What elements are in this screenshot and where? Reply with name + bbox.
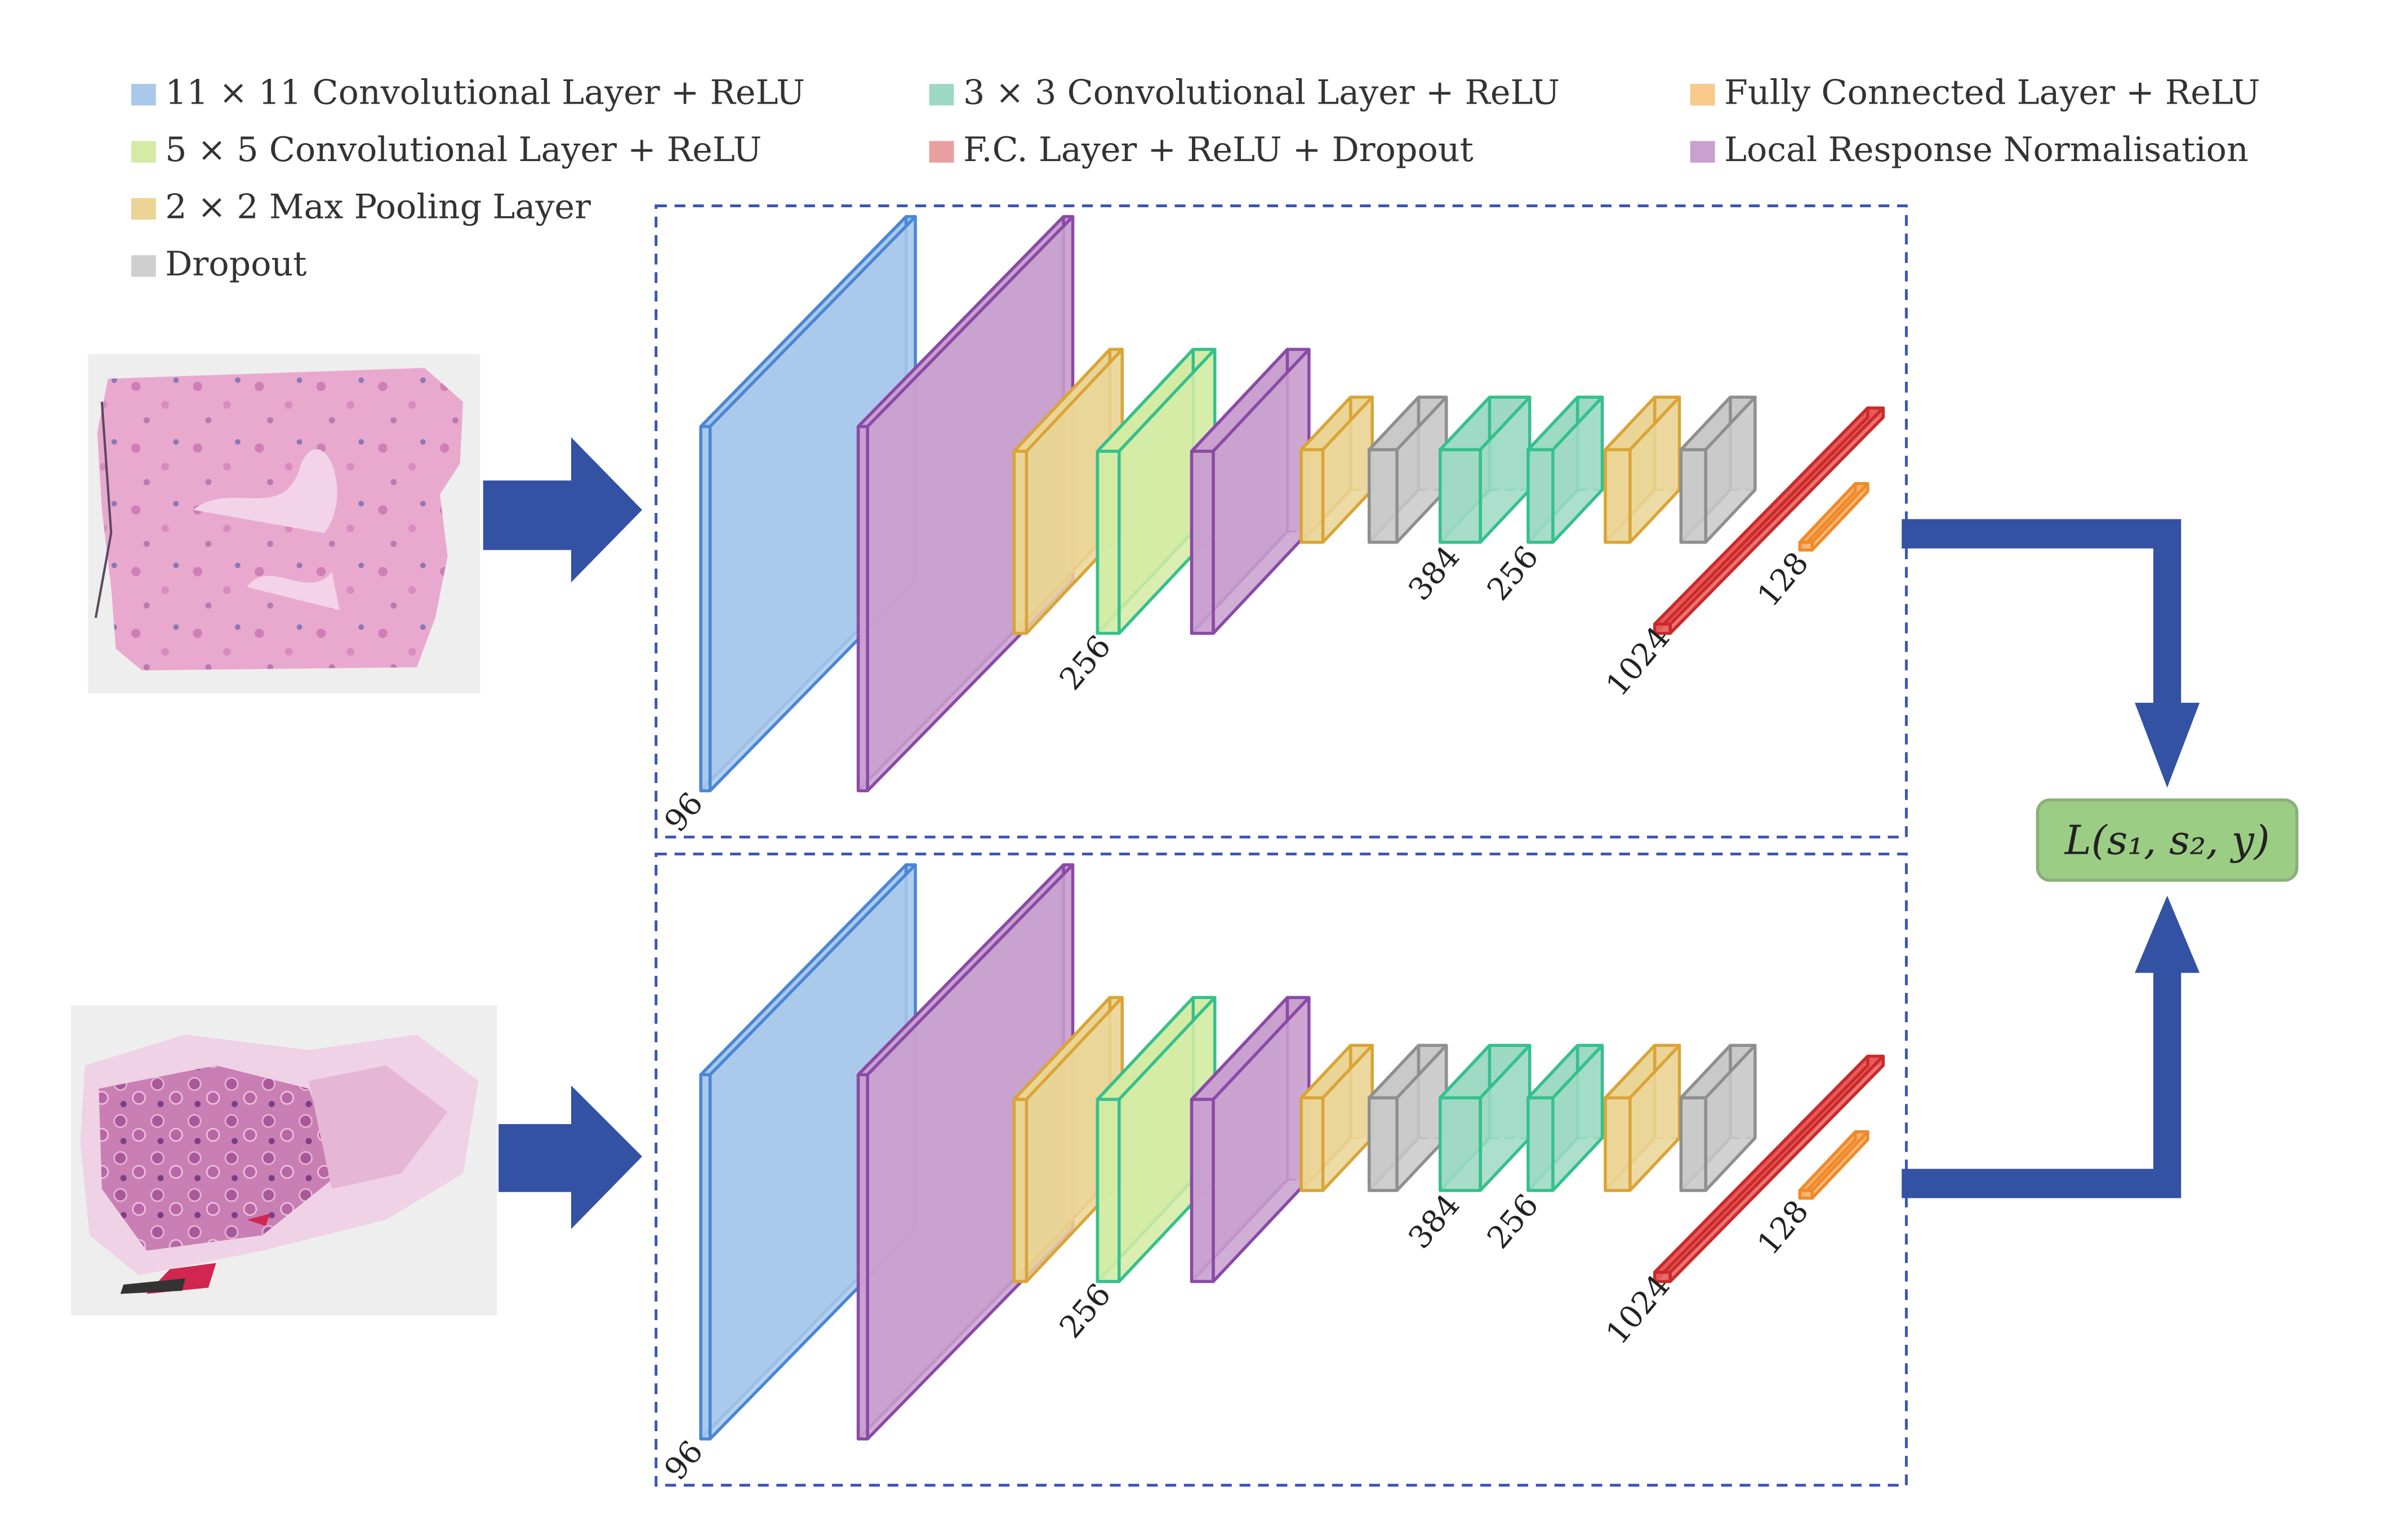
pool-layer — [1604, 395, 1681, 544]
legend-item-pool: 2 × 2 Max Pooling Layer — [131, 187, 591, 226]
legend-swatch — [131, 83, 156, 106]
fc-layer — [1798, 1130, 1870, 1200]
pool-layer — [1604, 1044, 1681, 1192]
fc-layer — [1798, 482, 1870, 552]
filters-256b-label: 256 — [1480, 539, 1545, 607]
conv3-layer — [1439, 1044, 1532, 1192]
legend: 11 × 11 Convolutional Layer + ReLU 5 × 5… — [131, 73, 2260, 284]
conv3-layer — [1526, 395, 1604, 544]
filters-256-label: 256 — [1052, 1277, 1118, 1345]
legend-item-conv3: 3 × 3 Convolutional Layer + ReLU — [929, 73, 1560, 113]
conv5-layer — [1096, 347, 1217, 635]
lrn-layer — [856, 215, 1075, 792]
units-128-label: 128 — [1750, 545, 1815, 613]
pool-layer — [1299, 1044, 1374, 1192]
loss-label: L(s₁, s₂, y) — [2063, 817, 2269, 863]
legend-swatch — [1690, 83, 1715, 106]
units-128-label: 128 — [1750, 1193, 1815, 1261]
dropout-layer — [1367, 395, 1448, 544]
input-arrow-top — [483, 437, 642, 583]
filters-384-label: 384 — [1401, 1187, 1467, 1255]
legend-swatch — [929, 83, 954, 106]
input-arrow-bottom — [498, 1085, 642, 1229]
conv11-layer — [699, 863, 917, 1441]
legend-label: 3 × 3 Convolutional Layer + ReLU — [963, 73, 1560, 113]
legend-swatch — [131, 141, 156, 163]
legend-label: Dropout — [165, 244, 306, 284]
legend-label: 5 × 5 Convolutional Layer + ReLU — [165, 130, 762, 170]
lrn-layer — [856, 863, 1075, 1441]
pool-layer — [1012, 996, 1124, 1283]
legend-item-conv5: 5 × 5 Convolutional Layer + ReLU — [131, 130, 762, 170]
fc-dropout-layer — [1653, 1054, 1885, 1283]
dropout-layer — [1367, 1044, 1448, 1192]
legend-item-conv11: 11 × 11 Convolutional Layer + ReLU — [131, 73, 805, 113]
pool-layer — [1299, 395, 1374, 544]
loss-node: L(s₁, s₂, y) — [2036, 798, 2299, 882]
merge-arrow-bottom — [1902, 895, 2200, 1198]
lrn-layer — [1190, 996, 1311, 1283]
filters-384-label: 384 — [1401, 539, 1467, 607]
legend-label: Local Response Normalisation — [1724, 130, 2249, 170]
legend-item-dropout: Dropout — [131, 244, 307, 284]
legend-item-fcdrop: F.C. Layer + ReLU + Dropout — [929, 130, 1474, 170]
legend-swatch — [131, 198, 156, 220]
conv3-layer — [1526, 1044, 1604, 1192]
filters-96-label: 96 — [657, 1434, 710, 1487]
input-image-bottom — [71, 1005, 497, 1316]
legend-item-lrn: Local Response Normalisation — [1690, 130, 2249, 170]
merge-arrow-top — [1902, 519, 2200, 788]
legend-swatch — [929, 141, 954, 163]
legend-swatch — [1690, 141, 1715, 163]
filters-96-label: 96 — [657, 786, 710, 839]
filters-256-label: 256 — [1052, 628, 1118, 697]
legend-label: 11 × 11 Convolutional Layer + ReLU — [165, 73, 805, 113]
conv3-layer — [1439, 395, 1532, 544]
legend-swatch — [131, 255, 156, 277]
dropout-layer — [1679, 395, 1757, 544]
dropout-layer — [1679, 1044, 1757, 1192]
legend-label: 2 × 2 Max Pooling Layer — [165, 187, 591, 226]
lrn-layer — [1190, 347, 1311, 635]
input-image-top — [88, 354, 480, 694]
fc-dropout-layer — [1653, 406, 1885, 635]
legend-label: F.C. Layer + ReLU + Dropout — [963, 130, 1474, 170]
conv11-layer — [699, 215, 917, 792]
legend-item-fc: Fully Connected Layer + ReLU — [1690, 73, 2260, 113]
legend-label: Fully Connected Layer + ReLU — [1724, 73, 2260, 113]
filters-256b-label: 256 — [1480, 1187, 1545, 1255]
